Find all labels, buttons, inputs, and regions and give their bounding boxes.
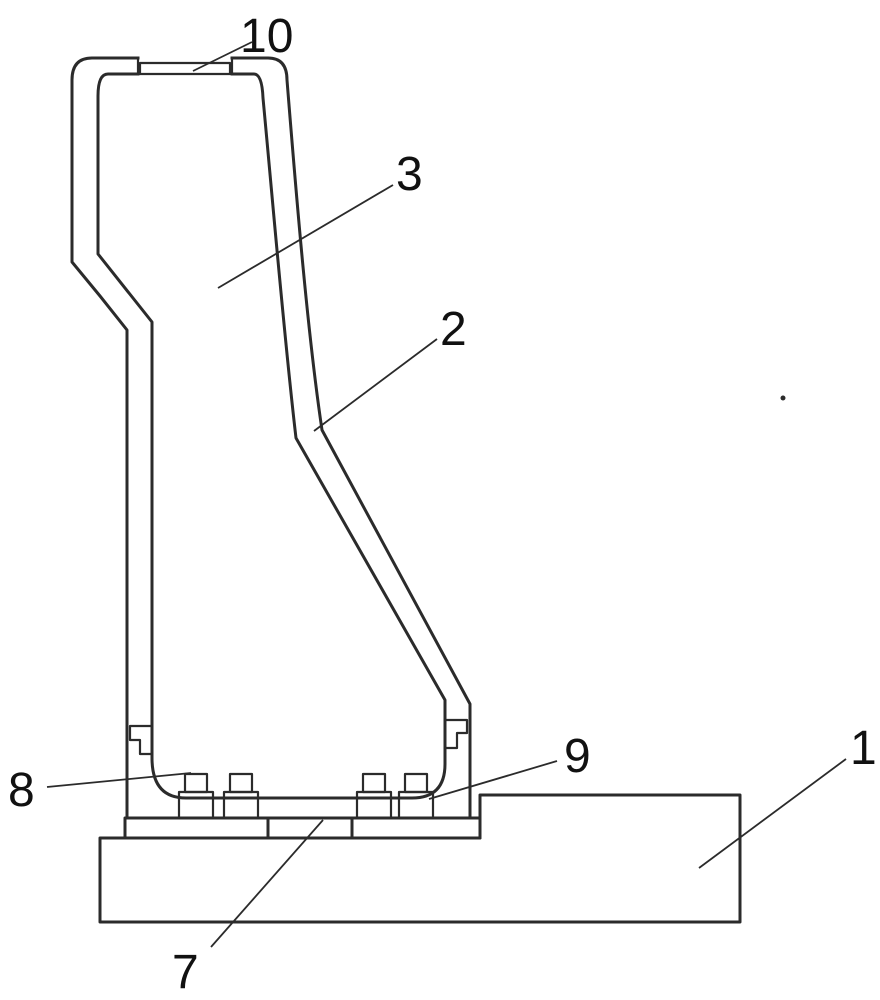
label-part-10: 10 <box>240 10 293 63</box>
leader-line-8 <box>46 772 192 788</box>
bolt-cap <box>403 772 429 794</box>
label-part-7: 7 <box>172 946 199 999</box>
leader-line-2 <box>313 338 438 432</box>
leader-line-9 <box>428 760 558 800</box>
bolt-base <box>222 790 260 820</box>
bolt-group-right <box>355 772 435 820</box>
bolt-base <box>177 790 215 820</box>
leader-line-1 <box>698 758 847 869</box>
bolt-cap <box>361 772 387 794</box>
mounting-foot-right <box>350 816 482 840</box>
bolt-group-left <box>177 772 260 820</box>
bolt-base <box>397 790 435 820</box>
label-part-3: 3 <box>396 148 423 201</box>
mounting-foot-left <box>123 816 270 840</box>
bolt-cap <box>228 772 254 794</box>
left-wall-hook <box>128 724 154 756</box>
bolt-cap <box>183 772 209 794</box>
label-part-8: 8 <box>8 764 35 817</box>
bolt-base <box>355 790 393 820</box>
leader-line-7 <box>210 819 324 948</box>
base-plate <box>98 793 742 924</box>
shell-outer-right-contour <box>230 56 472 820</box>
label-part-9: 9 <box>564 730 591 783</box>
shell-inner-contour <box>96 72 447 800</box>
label-part-2: 2 <box>440 303 467 356</box>
right-wall-hook <box>443 718 469 750</box>
stray-dot <box>780 395 786 401</box>
top-clip-bar <box>138 61 232 76</box>
shell-outer-left-contour <box>70 56 140 820</box>
leader-line-3 <box>217 184 394 289</box>
label-part-1: 1 <box>850 722 877 775</box>
leader-line-10 <box>192 41 253 72</box>
